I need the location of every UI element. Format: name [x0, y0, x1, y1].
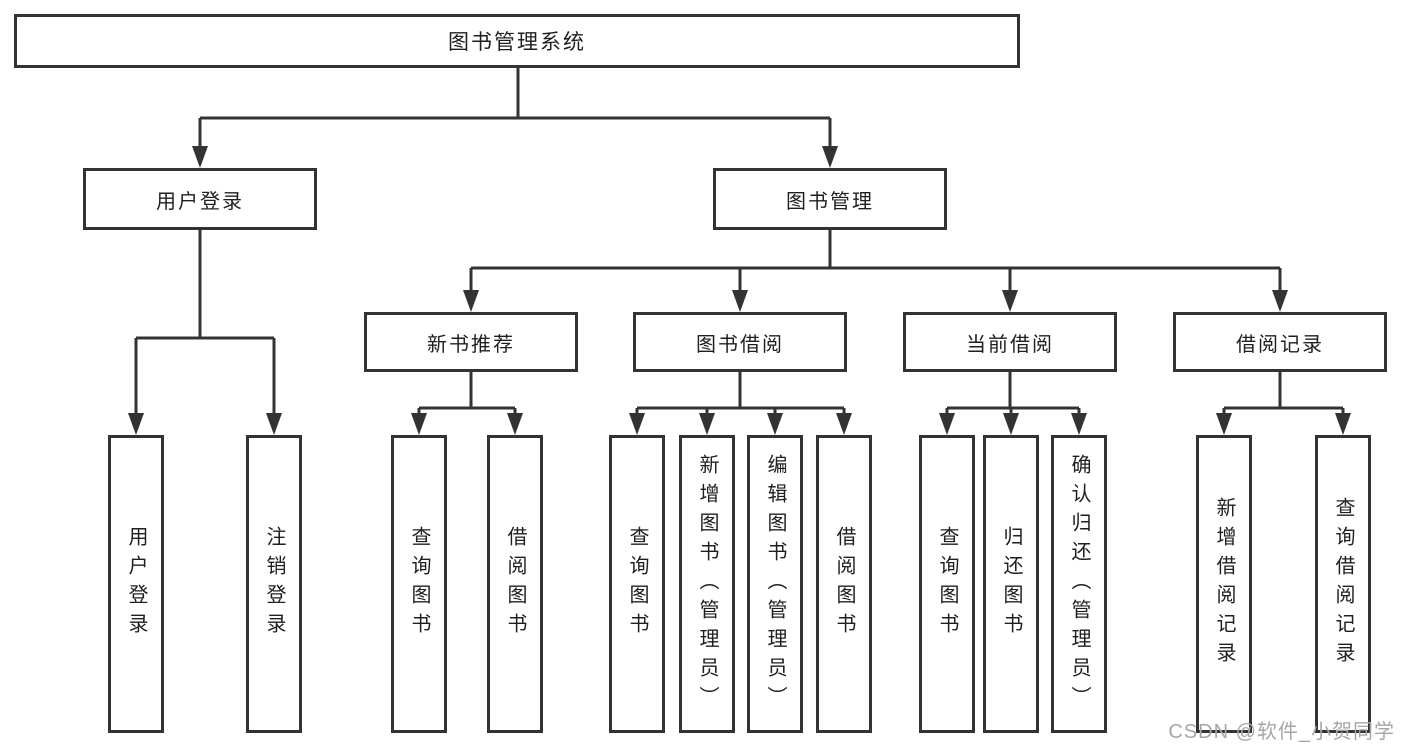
arrow-down-icon — [767, 413, 783, 435]
leaf-label: 借阅图书 — [504, 526, 526, 642]
arrow-down-icon — [732, 290, 748, 312]
leaf-label: 借阅图书 — [833, 526, 855, 642]
leaf-label: 新增图书（管理员） — [696, 453, 718, 715]
node-library-management-system: 图书管理系统 — [14, 14, 1020, 68]
arrow-down-icon — [1002, 290, 1018, 312]
leaf-label: 查询图书 — [408, 526, 430, 642]
leaf-label: 用户登录 — [125, 526, 147, 642]
csdn-watermark: CSDN @软件_小贺同学 — [1168, 721, 1395, 743]
leaf-query-books-current: 查询图书 — [919, 435, 975, 733]
node-label: 借阅记录 — [1236, 333, 1324, 356]
leaf-borrow-books-recommend: 借阅图书 — [487, 435, 543, 733]
node-label: 新书推荐 — [427, 333, 515, 356]
node-label: 图书管理 — [786, 190, 874, 213]
leaf-query-books-recommend: 查询图书 — [391, 435, 447, 733]
arrow-down-icon — [939, 413, 955, 435]
leaf-confirm-return-admin: 确认归还（管理员） — [1051, 435, 1107, 733]
leaf-label: 注销登录 — [263, 526, 285, 642]
arrow-down-icon — [507, 413, 523, 435]
leaf-query-borrow-record: 查询借阅记录 — [1315, 435, 1371, 733]
leaf-label: 新增借阅记录 — [1213, 497, 1235, 671]
arrow-down-icon — [699, 413, 715, 435]
connector-stems — [134, 68, 1345, 416]
leaf-label: 查询图书 — [626, 526, 648, 642]
leaf-borrow-books: 借阅图书 — [816, 435, 872, 733]
arrow-down-icon — [1003, 413, 1019, 435]
arrow-down-icon — [1071, 413, 1087, 435]
leaf-return-books: 归还图书 — [983, 435, 1039, 733]
leaf-label: 查询图书 — [936, 526, 958, 642]
node-label: 图书管理系统 — [448, 31, 586, 54]
arrow-down-icon — [1216, 413, 1232, 435]
node-book-borrowing: 图书借阅 — [633, 312, 847, 372]
arrow-down-icon — [1272, 290, 1288, 312]
leaf-query-books-borrowing: 查询图书 — [609, 435, 665, 733]
leaf-label: 编辑图书（管理员） — [764, 453, 786, 715]
leaf-label: 归还图书 — [1000, 526, 1022, 642]
arrow-down-icon — [266, 413, 282, 435]
leaf-edit-books-admin: 编辑图书（管理员） — [747, 435, 803, 733]
node-label: 当前借阅 — [966, 333, 1054, 356]
node-label: 用户登录 — [156, 190, 244, 213]
arrow-down-icon — [128, 413, 144, 435]
arrow-down-icon — [192, 146, 208, 168]
leaf-logout-login: 注销登录 — [246, 435, 302, 733]
leaf-add-borrow-record: 新增借阅记录 — [1196, 435, 1252, 733]
arrow-down-icon — [1335, 413, 1351, 435]
leaf-label: 查询借阅记录 — [1332, 497, 1354, 671]
node-current-borrowing: 当前借阅 — [903, 312, 1117, 372]
node-book-management: 图书管理 — [713, 168, 947, 230]
leaf-add-books-admin: 新增图书（管理员） — [679, 435, 735, 733]
arrow-down-icon — [463, 290, 479, 312]
leaf-label: 确认归还（管理员） — [1068, 453, 1090, 715]
leaf-user-login: 用户登录 — [108, 435, 164, 733]
node-label: 图书借阅 — [696, 333, 784, 356]
arrow-down-icon — [411, 413, 427, 435]
node-new-book-recommend: 新书推荐 — [364, 312, 578, 372]
arrow-down-icon — [822, 146, 838, 168]
node-borrowing-records: 借阅记录 — [1173, 312, 1387, 372]
arrow-down-icon — [629, 413, 645, 435]
node-user-login: 用户登录 — [83, 168, 317, 230]
arrow-down-icon — [836, 413, 852, 435]
arrowheads — [128, 146, 1351, 435]
